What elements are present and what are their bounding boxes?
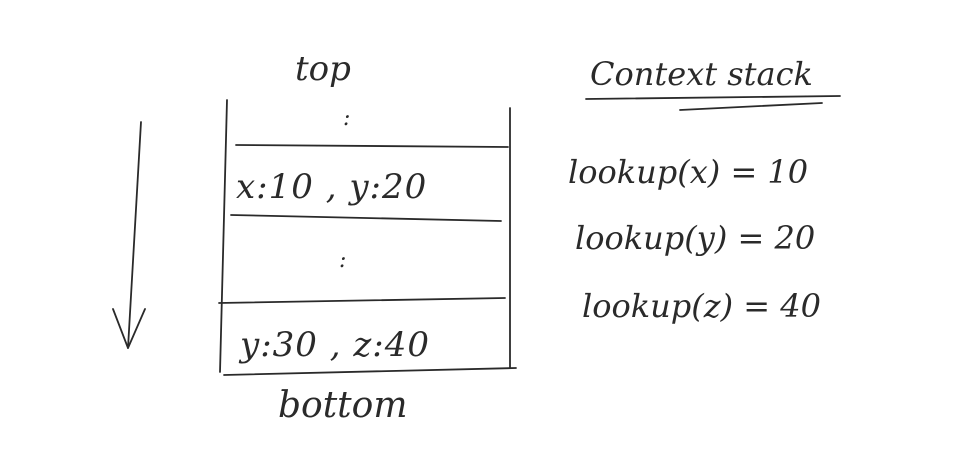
lookup-y: lookup(y) = 20 xyxy=(575,219,816,257)
frame-divider xyxy=(230,214,502,222)
stack-ellipsis: : xyxy=(339,248,347,273)
frame-divider xyxy=(218,297,506,304)
lookup-x: lookup(x) = 10 xyxy=(568,153,809,191)
stack-bottom-label: bottom xyxy=(278,385,408,426)
stack-frame-1: x:10 , y:20 xyxy=(236,167,428,207)
stack-top-label: top xyxy=(295,49,351,89)
direction-arrow-head xyxy=(112,308,146,349)
stack-ellipsis: : xyxy=(343,106,351,131)
title-underline xyxy=(679,102,823,111)
frame-divider xyxy=(235,144,509,148)
title-underline xyxy=(585,95,841,100)
lookup-z: lookup(z) = 40 xyxy=(582,287,821,325)
stack-frame-2: y:30 , z:40 xyxy=(240,325,430,365)
context-stack-title: Context stack xyxy=(590,55,813,93)
direction-arrow-shaft xyxy=(127,121,142,349)
stack-left-wall xyxy=(219,99,228,373)
stack-bottom-edge xyxy=(223,367,517,376)
